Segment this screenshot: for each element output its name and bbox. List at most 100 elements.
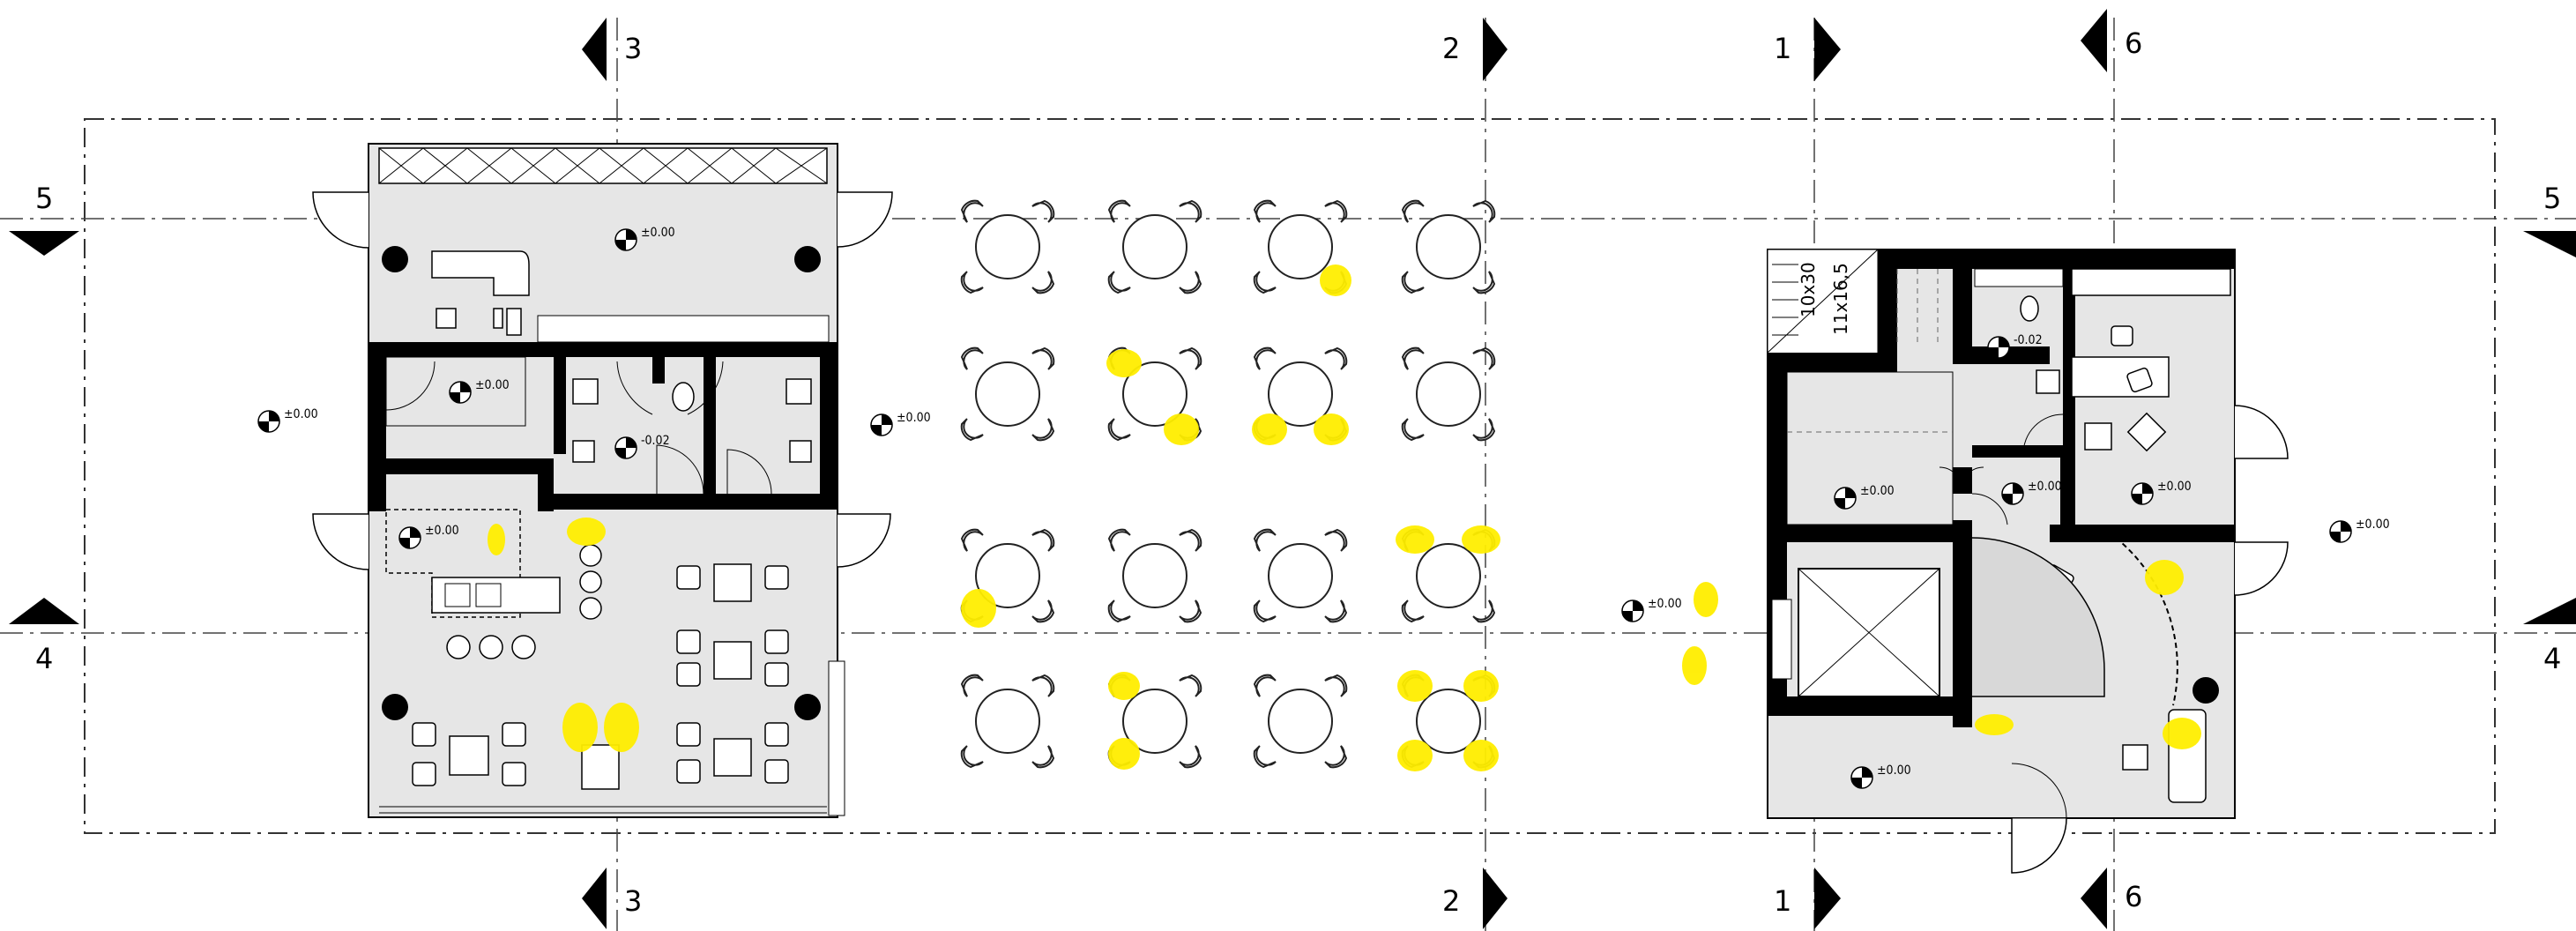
yellow-highlights [488,264,2201,771]
chair [1324,600,1347,623]
outdoor-table-set [1107,199,1202,294]
section-4-right: 4 [2543,642,2561,675]
building-a [312,143,893,818]
elev-b-wc: -0.02 [2014,333,2043,347]
chair [1179,347,1202,370]
round-table [1416,543,1481,608]
chair [1402,346,1425,370]
elev-b-stair: ±0.00 [1860,484,1895,498]
outdoor-table-set [1253,199,1348,294]
elev-a-top: ±0.00 [641,226,675,240]
chair [1253,745,1277,768]
section-2-bottom: 2 [1442,884,1460,918]
chair [960,418,984,441]
chair [1472,600,1495,623]
elev-a-storage: ±0.00 [475,378,510,392]
section-5-right: 5 [2543,182,2561,215]
chair [1179,529,1202,552]
section-2-top: 2 [1442,32,1460,65]
chair [1031,600,1054,623]
chair [1324,347,1348,370]
round-table [975,214,1040,279]
outdoor-table-set [1107,528,1202,623]
round-table [1416,361,1481,427]
round-table [1268,361,1333,427]
chair [1324,745,1347,769]
round-table [975,361,1040,427]
outdoor-table-set [960,199,1055,294]
round-table [1416,689,1481,754]
outdoor-table-set [1253,528,1348,623]
chair [1107,600,1131,622]
chair [1107,271,1131,294]
section-1-top: 1 [1774,32,1791,65]
round-table [975,543,1040,608]
chair [1179,600,1202,623]
elev-b-office: ±0.00 [2157,480,2192,494]
chair [1254,528,1277,552]
chair [1401,600,1425,622]
elev-a-wc: -0.02 [641,434,670,448]
outdoor-table-set [960,528,1055,623]
chair [961,346,984,370]
chair [1179,745,1202,769]
elev-a-bar: ±0.00 [425,524,459,538]
outdoor-table-set [1401,674,1496,769]
round-table [1122,361,1187,427]
round-table [1122,689,1187,754]
elevation-markers: ±0.00 ±0.00 ±0.00 -0.02 ±0.00 ±0.00 ±0.0… [257,226,2390,789]
elev-b-hall: ±0.00 [2028,480,2062,494]
round-table [1268,214,1333,279]
round-table [975,689,1040,754]
chair [1179,271,1202,294]
chair [1254,346,1277,370]
chair [1472,347,1496,370]
outdoor-table-set [1401,346,1496,442]
elev-b-bottom: ±0.00 [1877,763,1911,778]
chair [960,271,984,294]
outdoor-table-set [960,674,1055,769]
chair [1031,271,1054,294]
stair-dim-1: 10x30 [1798,262,1819,317]
outdoor-table-set [1107,346,1202,442]
elev-right-terrace: ±0.00 [1648,597,1682,611]
section-6-bottom: 6 [2125,880,2142,913]
building-a-floor [368,143,838,818]
chair [1324,529,1348,552]
section-1-bottom: 1 [1774,884,1791,918]
building-b: 10x30 11x16,5 [1767,249,2289,874]
outdoor-table-set [1401,199,1496,294]
outdoor-table-set [1107,674,1202,769]
chair [1253,600,1277,622]
chair [1253,271,1277,294]
chair [1031,347,1055,370]
chair [1179,674,1202,697]
round-table [1122,214,1187,279]
chair [1031,529,1055,552]
chair [1472,418,1495,442]
chair [1401,271,1425,294]
chair [1031,745,1054,769]
outdoor-table-set [960,346,1055,442]
site-boundary [84,118,2496,834]
chair [1107,418,1131,441]
section-4-left: 4 [35,642,53,675]
chair [1254,674,1277,697]
chair [960,745,984,768]
outdoor-table-set [1253,346,1348,442]
chair [1472,271,1495,294]
stair-dim-2: 11x16,5 [1830,263,1851,335]
chair [1031,418,1054,442]
section-3-bottom: 3 [624,884,642,918]
round-table [1268,689,1333,754]
chair [1031,674,1055,697]
elev-mid-terrace: ±0.00 [897,411,931,425]
outdoor-tables [960,199,1496,769]
chair [961,674,984,697]
elev-far-right: ±0.00 [2356,518,2390,532]
chair [1401,418,1425,441]
section-3-top: 3 [624,32,642,65]
outdoor-table-set [1253,674,1348,769]
round-table [1416,214,1481,279]
